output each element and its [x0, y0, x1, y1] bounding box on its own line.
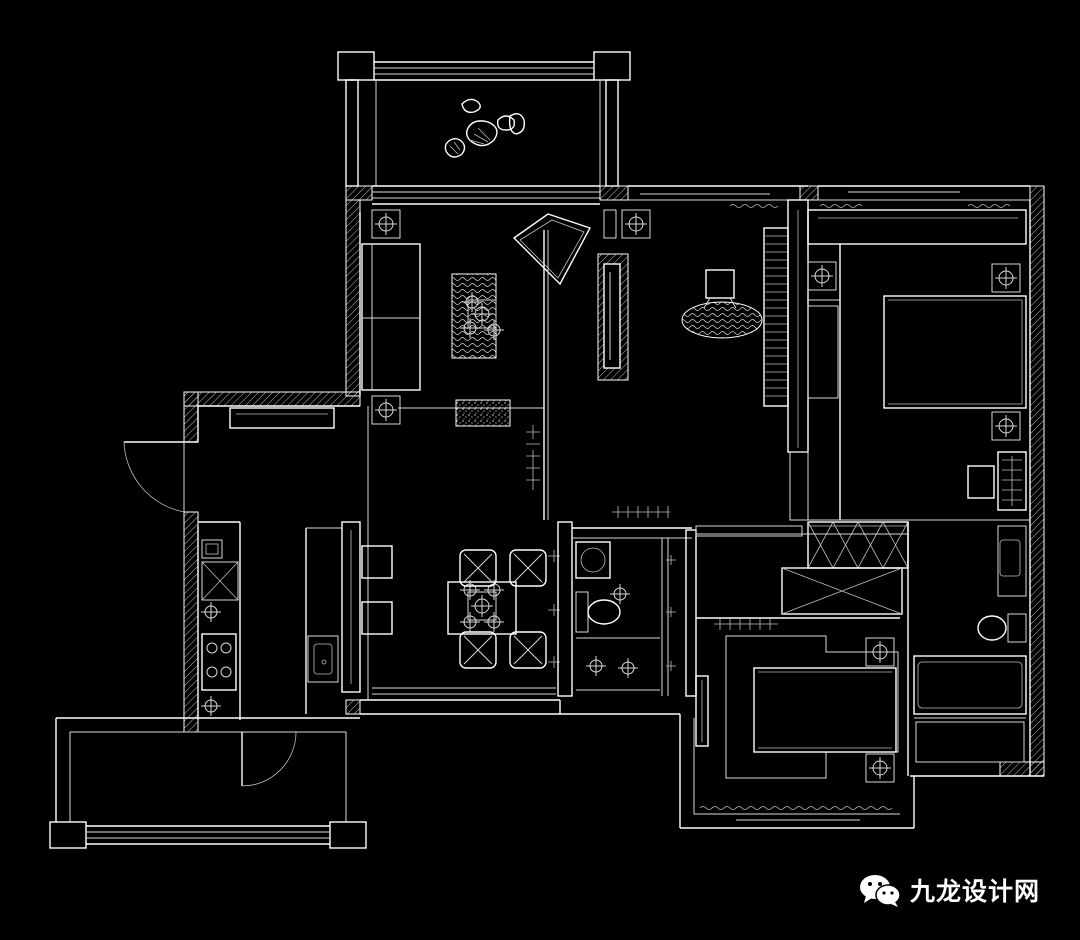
bottom-balcony: [49, 717, 367, 849]
watermark: 九龙设计网: [858, 870, 1040, 910]
top-balcony: [337, 51, 631, 187]
watermark-brand-text: 九龙设计网: [910, 877, 1041, 906]
living-room: [229, 209, 592, 520]
kitchen: [198, 521, 361, 720]
master-bathroom: [907, 522, 1027, 776]
exterior-walls: [183, 185, 1045, 829]
guest-bathroom: [557, 521, 697, 697]
study-room: [597, 199, 809, 521]
master-bedroom: [807, 209, 1030, 569]
dining-area: [361, 406, 560, 700]
decorative-stones: [444, 98, 526, 158]
entry-door: [123, 441, 198, 513]
lounge-chair: [512, 213, 592, 286]
wechat-icon: [860, 875, 901, 907]
second-bedroom: [695, 525, 908, 783]
